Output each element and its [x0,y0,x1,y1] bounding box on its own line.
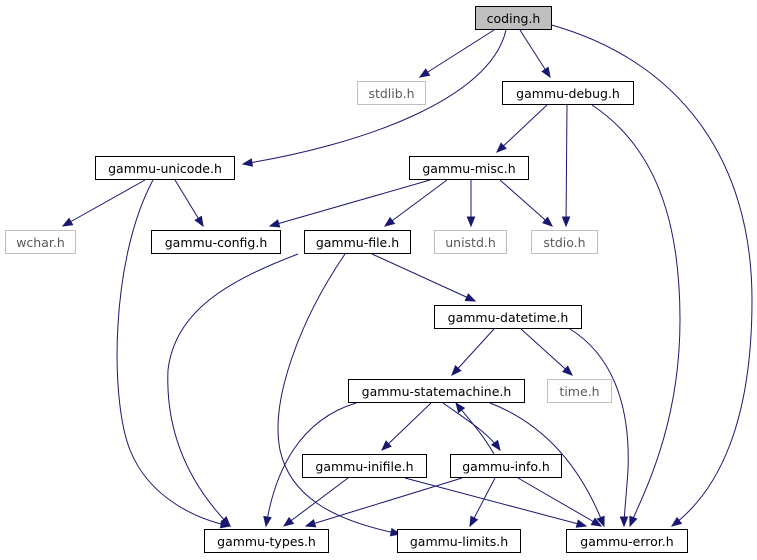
edge-datetime-to-error [569,328,629,527]
node-time-h: time.h [547,379,612,403]
node-gammu-limits-h[interactable]: gammu-limits.h [397,529,521,553]
edge-coding-to-error-arrowhead [670,516,683,527]
node-gammu-datetime-h[interactable]: gammu-datetime.h [434,305,582,329]
edge-coding-to-debug-arrowhead [541,66,551,79]
edge-unicode-to-config-arrowhead [194,215,204,228]
edge-inifile-to-types [283,477,349,527]
edge-unicode-to-wchar-arrowhead [61,217,74,227]
node-stdlib-h: stdlib.h [357,81,426,105]
edge-unicode-to-wchar [62,179,146,227]
edge-info-to-error-arrowhead [590,517,603,527]
node-gammu-error-h[interactable]: gammu-error.h [566,529,688,553]
edge-info-to-statemachine [455,402,495,455]
edge-datetime-to-time [520,328,573,376]
edge-info-to-types-arrowhead [304,519,317,528]
edge-statemachine-to-inifile-arrowhead [381,440,392,451]
edge-datetime-to-statemachine-arrowhead [451,365,462,376]
edge-file-to-types [167,253,299,527]
edge-misc-to-unistd-arrowhead [466,216,476,228]
edge-coding-to-error [547,23,753,527]
edge-file-to-types-arrowhead [220,516,231,527]
node-gammu-misc-h[interactable]: gammu-misc.h [409,156,529,180]
edge-debug-to-misc-arrowhead [496,142,507,153]
edge-statemachine-to-error [489,402,605,527]
edge-statemachine-to-info-arrowhead [490,439,501,452]
edge-debug-to-stdio-arrowhead [561,216,571,228]
edge-file-to-datetime-arrowhead [464,293,477,302]
node-gammu-unicode-h[interactable]: gammu-unicode.h [95,156,235,180]
node-gammu-statemachine-h[interactable]: gammu-statemachine.h [348,379,525,403]
edge-datetime-to-time-arrowhead [562,365,573,376]
edge-info-to-statemachine-arrowhead [455,401,466,414]
node-gammu-debug-h[interactable]: gammu-debug.h [502,81,634,105]
edge-debug-to-error [591,104,681,527]
node-gammu-info-h[interactable]: gammu-info.h [450,454,562,478]
node-unistd-h: unistd.h [434,230,507,254]
edge-datetime-to-statemachine [451,328,495,376]
edge-debug-to-stdio [565,104,568,227]
edge-coding-to-unicode [242,29,507,165]
edge-coding-to-stdlib-arrowhead [418,68,431,78]
node-gammu-config-h[interactable]: gammu-config.h [151,230,281,254]
edge-misc-to-stdio-arrowhead [542,216,554,227]
node-wchar-h: wchar.h [5,230,76,254]
edge-inifile-to-types-arrowhead [282,516,295,527]
node-stdio-h: stdio.h [531,230,598,254]
edge-unicode-to-types [116,179,231,527]
edge-statemachine-to-types [265,402,357,527]
edge-inifile-to-error-arrowhead [575,519,588,528]
edge-datetime-to-error-arrowhead [619,516,629,528]
node-gammu-types-h[interactable]: gammu-types.h [204,529,329,553]
edge-debug-to-error-arrowhead [629,515,638,528]
edge-statemachine-to-inifile [381,402,432,451]
node-gammu-file-h[interactable]: gammu-file.h [304,230,411,254]
edge-statemachine-to-error-arrowhead [596,515,605,528]
edge-misc-to-file [384,179,448,227]
edge-coding-to-unicode-arrowhead [241,158,254,167]
edge-info-to-error [517,477,602,527]
edge-file-to-datetime [371,253,476,302]
edge-misc-to-stdio [499,179,553,227]
edge-info-to-limits-arrowhead [469,515,479,528]
edge-info-to-types [305,477,463,527]
edge-misc-to-config [269,179,431,227]
edge-coding-to-stdlib [419,29,495,78]
node-gammu-inifile-h[interactable]: gammu-inifile.h [302,454,427,478]
edge-debug-to-misc [496,104,548,153]
node-coding-h: coding.h [475,6,552,30]
edge-misc-to-config-arrowhead [268,219,281,228]
edge-misc-to-file-arrowhead [383,216,396,227]
edge-statemachine-to-info [442,402,501,451]
edge-statemachine-to-types-arrowhead [263,515,272,528]
